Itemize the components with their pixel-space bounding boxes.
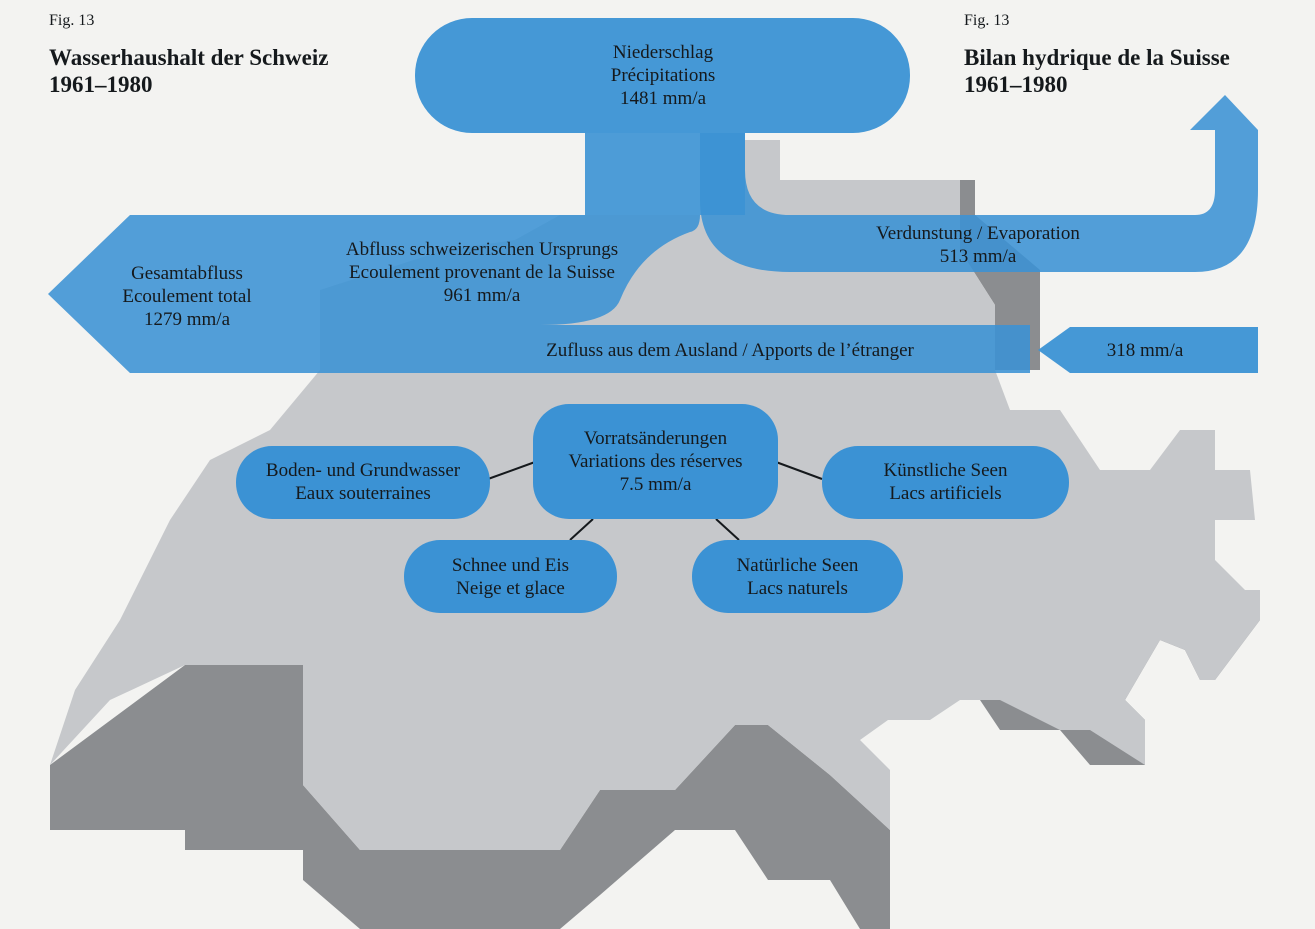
precipitation-fr: Précipitations (610, 65, 716, 86)
map-shadow (50, 665, 890, 929)
groundwater-shape (236, 446, 490, 519)
storage-center-shape (533, 404, 778, 519)
artificial-lakes-fr: Lacs artificiels (889, 483, 1002, 504)
storage-center-fr: Variations des réserves (568, 451, 743, 472)
connector-groundwater (487, 461, 536, 480)
snow-ice-fr: Neige et glace (456, 578, 565, 599)
total-runoff-label: Gesamtabfluss Ecoulement total 1279 mm/a (97, 262, 277, 331)
swiss-origin-flow (320, 215, 700, 325)
swiss-origin-fr: Ecoulement provenant de la Suisse (349, 262, 615, 283)
connector-artificial (775, 461, 823, 480)
total-runoff-de: Gesamtabfluss (131, 263, 243, 284)
total-runoff-value: 1279 mm/a (143, 309, 231, 330)
groundwater-de: Boden- und Grundwasser (265, 460, 461, 481)
precipitation-value: 1481 mm/a (619, 88, 707, 109)
snow-ice-de: Schnee und Eis (451, 555, 570, 576)
storage-center-de: Vorratsänderungen (583, 428, 728, 449)
groundwater-fr: Eaux souterraines (295, 483, 431, 504)
precipitation-shape (415, 18, 910, 133)
fig-label-left: Fig. 13 (49, 12, 95, 29)
title-de-line2: 1961–1980 (49, 72, 153, 97)
evaporation-text: Verdunstung / Evaporation (876, 223, 1080, 244)
total-runoff-fr: Ecoulement total (122, 286, 252, 307)
snow-ice-label: Schnee und Eis Neige et glace (404, 554, 617, 600)
storage-center-label: Vorratsänderungen Variations des réserve… (533, 427, 778, 496)
evaporation-value: 513 mm/a (939, 246, 1017, 267)
natural-lakes-label: Natürliche Seen Lacs naturels (692, 554, 903, 600)
connector-lakes (715, 518, 740, 541)
artificial-lakes-de: Künstliche Seen (883, 460, 1008, 481)
inflow-value: 318 mm/a (1106, 340, 1184, 361)
precipitation-de: Niederschlag (612, 42, 714, 63)
evaporation-flow (700, 95, 1258, 272)
precipitation-label: Niederschlag Précipitations 1481 mm/a (563, 41, 763, 110)
swiss-origin-value: 961 mm/a (443, 285, 521, 306)
swiss-origin-de: Abfluss schweizerischen Ursprungs (345, 239, 619, 260)
natural-lakes-fr: Lacs naturels (747, 578, 848, 599)
connector-snow (569, 518, 594, 541)
groundwater-label: Boden- und Grundwasser Eaux souterraines (236, 459, 490, 505)
snow-ice-shape (404, 540, 617, 613)
natural-lakes-shape (692, 540, 903, 613)
title-fr-line2: 1961–1980 (964, 72, 1068, 97)
evaporation-label: Verdunstung / Evaporation 513 mm/a (848, 222, 1108, 268)
artificial-lakes-shape (822, 446, 1069, 519)
inflow-text: Zufluss aus dem Ausland / Apports de l’é… (546, 340, 914, 361)
inflow-arrow (1038, 327, 1258, 373)
title-fr-line1: Bilan hydrique de la Suisse (964, 45, 1230, 70)
total-runoff-flow (48, 215, 1030, 373)
storage-center-value: 7.5 mm/a (619, 474, 692, 495)
artificial-lakes-label: Künstliche Seen Lacs artificiels (822, 459, 1069, 505)
swiss-origin-label: Abfluss schweizerischen Ursprungs Ecoule… (312, 238, 652, 307)
fig-label-right: Fig. 13 (964, 12, 1010, 29)
natural-lakes-de: Natürliche Seen (736, 555, 859, 576)
title-de-line1: Wasserhaushalt der Schweiz (49, 45, 329, 70)
